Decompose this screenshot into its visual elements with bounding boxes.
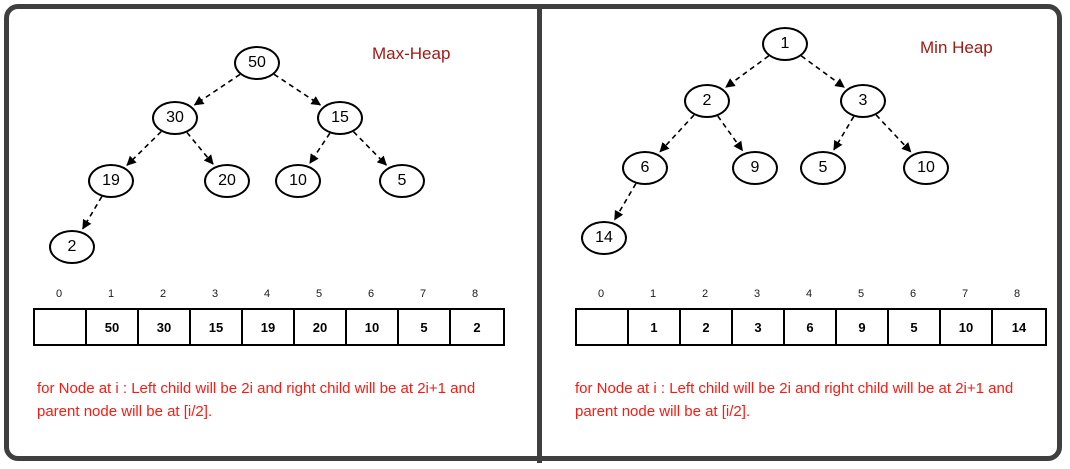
- tree-edge: [193, 73, 241, 106]
- array-cell[interactable]: 5: [889, 310, 941, 344]
- tree-edge: [126, 131, 162, 166]
- array-cell[interactable]: [577, 310, 629, 344]
- tree-node[interactable]: 14: [581, 221, 627, 255]
- tree-edge: [309, 132, 331, 164]
- array-index-label: 6: [909, 288, 917, 300]
- tree-node[interactable]: 1: [762, 27, 808, 61]
- tree-node[interactable]: 2: [684, 84, 730, 118]
- array-index-label: 2: [159, 288, 167, 300]
- array-index-label: 3: [211, 288, 219, 300]
- tree-node[interactable]: 20: [204, 164, 250, 198]
- tree-node[interactable]: 9: [732, 151, 778, 185]
- array-cell[interactable]: 2: [681, 310, 733, 344]
- array-index-label: 7: [961, 288, 969, 300]
- tree-node[interactable]: 15: [317, 101, 363, 135]
- array-cell[interactable]: 6: [785, 310, 837, 344]
- tree-node[interactable]: 19: [88, 164, 134, 198]
- tree-edge: [717, 115, 744, 152]
- tree-node[interactable]: 6: [622, 151, 668, 185]
- array-cell[interactable]: 3: [733, 310, 785, 344]
- array-index-label: 1: [649, 288, 657, 300]
- panel-divider: [537, 6, 542, 463]
- array-index-label: 5: [315, 288, 323, 300]
- tree-edge: [659, 114, 695, 153]
- tree-edge: [273, 73, 322, 106]
- tree-edge: [82, 196, 103, 230]
- array-cell[interactable]: 9: [837, 310, 889, 344]
- array-index-label: 8: [471, 288, 479, 300]
- array-index-label: 4: [805, 288, 813, 300]
- array-index-label: 4: [263, 288, 271, 300]
- tree-node[interactable]: 10: [275, 164, 321, 198]
- min-heap-caption: for Node at i : Left child will be 2i an…: [575, 380, 1014, 420]
- array-cell[interactable]: 5: [399, 310, 451, 344]
- tree-node[interactable]: 50: [234, 46, 280, 80]
- array-index-label: 5: [857, 288, 865, 300]
- tree-edge: [352, 131, 387, 166]
- tree-node[interactable]: 2: [49, 230, 95, 264]
- tree-edge: [613, 183, 637, 221]
- diagram-outer-frame: [4, 4, 1062, 461]
- array-index-label: 8: [1013, 288, 1021, 300]
- array-index-label: 1: [107, 288, 115, 300]
- tree-edge: [833, 116, 855, 151]
- max-heap-title: Max-Heap: [372, 44, 451, 63]
- array-cell[interactable]: 15: [191, 310, 243, 344]
- array-index-label: 3: [753, 288, 761, 300]
- array-index-label: 7: [419, 288, 427, 300]
- array-cell[interactable]: 19: [243, 310, 295, 344]
- tree-edge: [186, 132, 214, 165]
- array-cell[interactable]: 20: [295, 310, 347, 344]
- array-index-label: 6: [367, 288, 375, 300]
- tree-edge: [800, 55, 845, 88]
- tree-node[interactable]: 3: [840, 84, 886, 118]
- array-cell[interactable]: 1: [629, 310, 681, 344]
- tree-node[interactable]: 10: [903, 151, 949, 185]
- max-heap-caption: for Node at i : Left child will be 2i an…: [37, 380, 476, 420]
- array-cell[interactable]: 14: [1011, 319, 1027, 335]
- array-cell[interactable]: 10: [941, 310, 993, 344]
- max-heap-array-indices: 0 1 2 3 4 5 6 7 8: [33, 288, 505, 308]
- tree-node[interactable]: 5: [379, 164, 425, 198]
- array-cell[interactable]: 10: [347, 310, 399, 344]
- array-index-label: 0: [597, 288, 605, 300]
- array-cell[interactable]: 2: [473, 319, 481, 335]
- tree-edge: [725, 55, 770, 88]
- min-heap-title: Min Heap: [920, 38, 993, 57]
- array-cell[interactable]: 50: [87, 310, 139, 344]
- array-cell[interactable]: 30: [139, 310, 191, 344]
- array-index-label: 2: [701, 288, 709, 300]
- array-cell[interactable]: [35, 310, 87, 344]
- tree-node[interactable]: 30: [152, 101, 198, 135]
- tree-node[interactable]: 5: [800, 151, 846, 185]
- min-heap-array-indices: 0 1 2 3 4 5 6 7 8: [575, 288, 1047, 308]
- tree-edge: [875, 114, 912, 153]
- array-index-label: 0: [55, 288, 63, 300]
